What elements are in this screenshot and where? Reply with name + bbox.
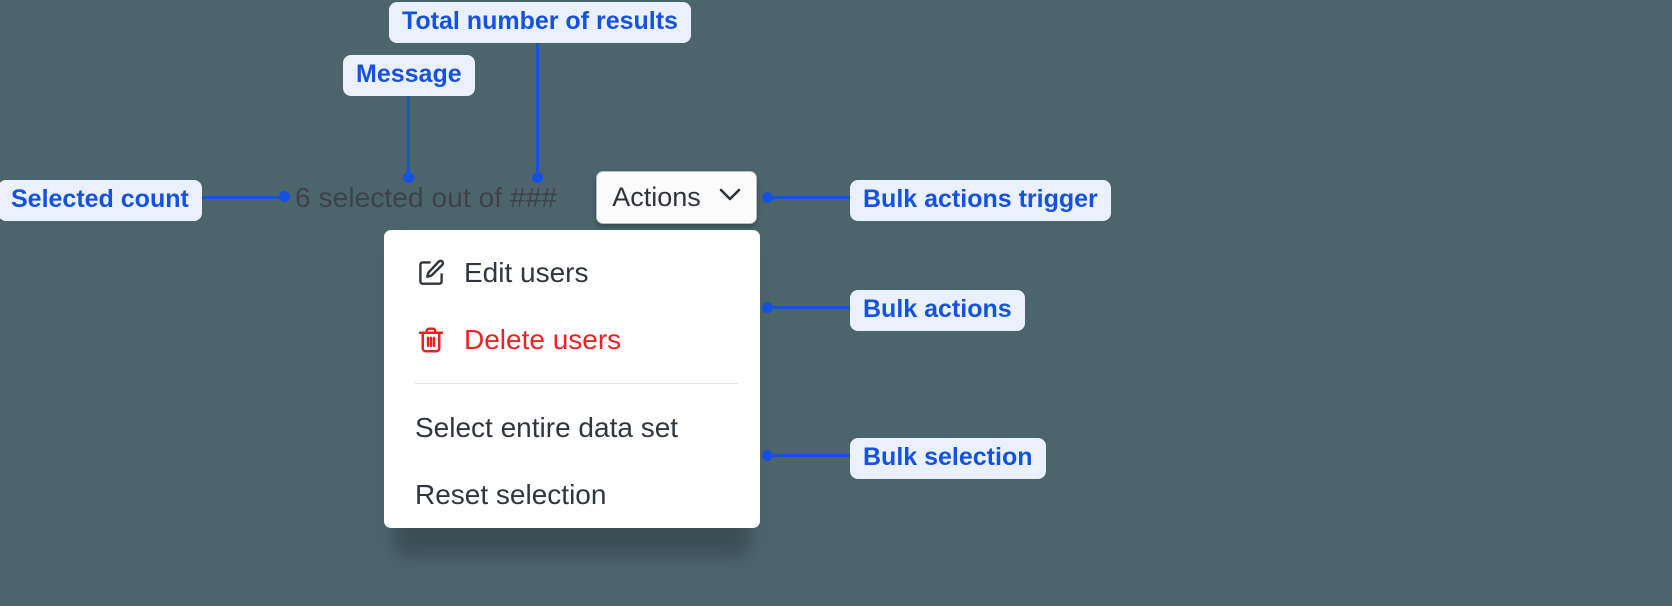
trash-icon [415, 324, 447, 356]
leader-dot-bulk-selection [762, 450, 773, 461]
edit-pencil-icon [415, 257, 447, 289]
annotation-selected-count: Selected count [0, 180, 202, 221]
bulk-actions-group: Edit users Delete users [384, 230, 760, 373]
leader-line-bulk-trigger [770, 196, 852, 199]
bulk-selection-group: Select entire data set Reset selection [384, 394, 760, 528]
leader-line-selected-count [200, 196, 285, 199]
menu-item-label: Select entire data set [415, 411, 679, 443]
annotation-bulk-actions: Bulk actions [850, 290, 1025, 331]
chevron-down-icon [719, 188, 741, 207]
leader-line-bulk-actions [770, 306, 852, 309]
annotation-bulk-actions-trigger: Bulk actions trigger [850, 180, 1111, 221]
bulk-actions-dropdown-menu: Edit users Delete users Select entire da… [384, 230, 760, 528]
menu-item-label: Reset selection [415, 478, 607, 510]
menu-item-delete-users[interactable]: Delete users [384, 306, 760, 373]
leader-dot-total-results [532, 172, 543, 183]
actions-button-label: Actions [612, 182, 701, 212]
annotation-total-results: Total number of results [389, 2, 691, 43]
annotation-message: Message [343, 55, 475, 96]
bulk-actions-trigger-button[interactable]: Actions [596, 171, 757, 224]
menu-item-label: Delete users [464, 323, 622, 355]
leader-dot-selected-count [279, 191, 290, 202]
leader-dot-bulk-trigger [762, 192, 773, 203]
menu-item-label: Edit users [464, 256, 589, 288]
leader-line-total-results [536, 38, 539, 178]
selected-count-status: 6 selected out of ### [295, 182, 558, 213]
menu-item-select-entire-data-set[interactable]: Select entire data set [384, 394, 760, 461]
menu-item-reset-selection[interactable]: Reset selection [384, 461, 760, 528]
annotation-bulk-selection: Bulk selection [850, 438, 1046, 479]
leader-line-message [407, 90, 410, 178]
leader-dot-message [403, 172, 414, 183]
menu-divider [415, 383, 738, 384]
leader-line-bulk-selection [770, 454, 852, 457]
menu-item-edit-users[interactable]: Edit users [384, 239, 760, 306]
leader-dot-bulk-actions [762, 302, 773, 313]
